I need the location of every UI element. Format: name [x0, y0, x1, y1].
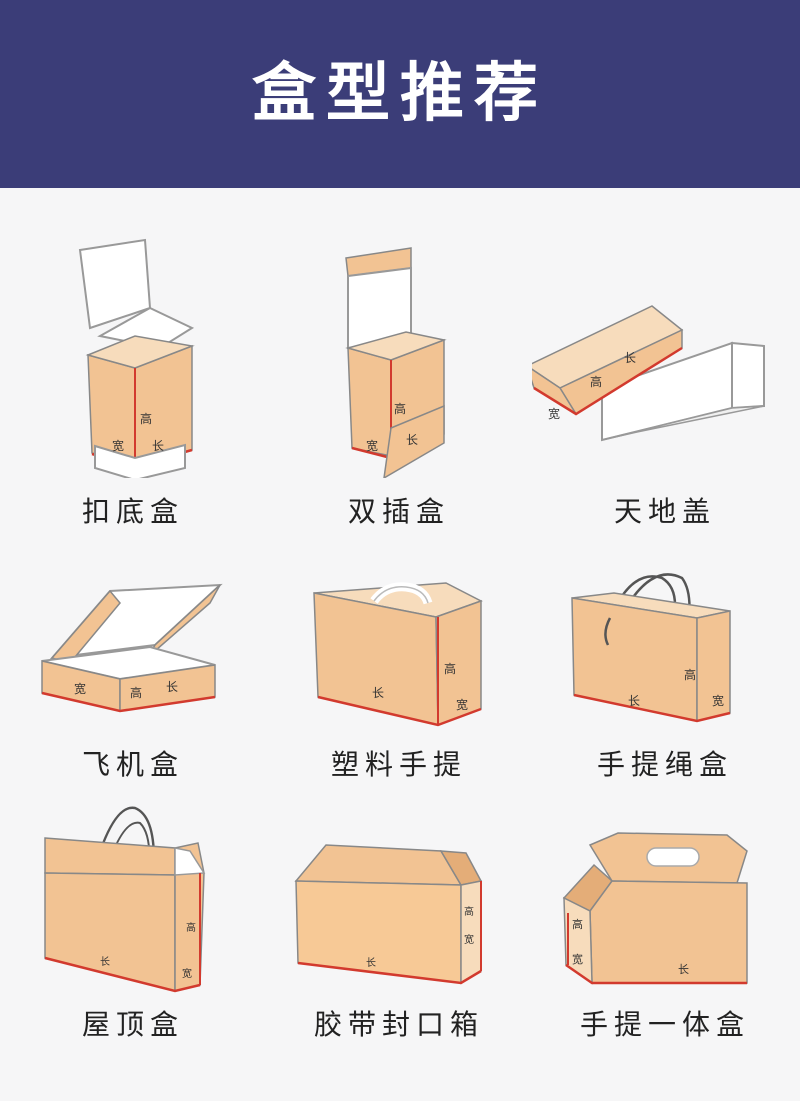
length-mark: 长	[624, 351, 636, 365]
tape-sealed-box-illustration: 长 高 宽	[294, 844, 483, 985]
double-tuck-box-illustration: 高 宽 长	[345, 247, 447, 478]
box-type-grid: 高 宽 长 扣底盒 高 宽 长 双插盒	[0, 188, 800, 1101]
height-mark: 高	[186, 921, 196, 934]
width-mark: 宽	[112, 438, 124, 453]
width-mark: 宽	[366, 438, 378, 453]
length-mark: 长	[406, 433, 418, 447]
integrated-handle-box-illustration: 高 宽 长	[562, 832, 748, 985]
length-mark: 长	[628, 694, 640, 708]
width-mark: 宽	[74, 681, 86, 696]
height-mark: 高	[394, 401, 406, 416]
box-label: 飞机盒	[81, 748, 184, 781]
height-mark: 高	[590, 374, 602, 389]
height-mark: 高	[130, 685, 142, 700]
height-mark: 高	[140, 411, 152, 426]
length-mark: 长	[678, 963, 689, 976]
length-mark: 长	[372, 686, 384, 700]
box-label: 手提绳盒	[596, 748, 733, 781]
height-mark: 高	[444, 661, 456, 676]
box-label: 塑料手提	[330, 748, 467, 781]
page-header: 盒型推荐	[0, 0, 800, 188]
page-title: 盒型推荐	[252, 57, 548, 131]
gable-top-box-illustration: 长 高 宽	[44, 806, 206, 993]
box-label: 双插盒	[347, 495, 450, 528]
length-mark: 长	[366, 957, 376, 969]
box-label: 扣底盒	[81, 495, 184, 528]
box-label: 手提一体盒	[579, 1008, 750, 1041]
height-mark: 高	[684, 667, 696, 682]
box-label: 胶带封口箱	[313, 1008, 484, 1041]
box-label: 屋顶盒	[81, 1008, 184, 1041]
height-mark: 高	[464, 905, 474, 918]
mailer-box-illustration: 宽 高 长	[41, 583, 223, 713]
height-mark: 高	[572, 917, 583, 931]
width-mark: 宽	[572, 952, 583, 966]
width-mark: 宽	[464, 933, 474, 946]
rope-handle-box-illustration: 长 高 宽	[571, 573, 731, 723]
width-mark: 宽	[548, 406, 560, 421]
length-mark: 长	[166, 680, 178, 694]
snap-bottom-box-illustration: 高 宽 长	[78, 238, 195, 478]
box-label: 天地盖	[613, 495, 716, 528]
width-mark: 宽	[456, 697, 468, 712]
width-mark: 宽	[712, 693, 724, 708]
plastic-handle-box-illustration: 长 高 宽	[313, 582, 483, 727]
length-mark: 长	[100, 956, 110, 968]
lid-base-box-illustration: 高 宽 长	[532, 305, 765, 442]
width-mark: 宽	[182, 967, 192, 980]
length-mark: 长	[152, 439, 164, 453]
